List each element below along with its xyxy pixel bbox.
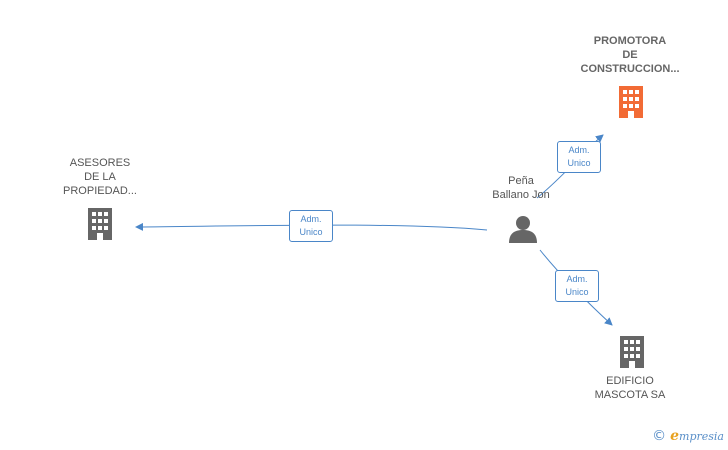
empresia-watermark: © empresia bbox=[652, 428, 724, 444]
brand-logo: empresia bbox=[670, 428, 724, 444]
edge-label-promotora[interactable]: Adm. Unico bbox=[557, 141, 601, 173]
person-icon[interactable] bbox=[507, 213, 539, 245]
node-label-asesores[interactable]: ASESORES DE LA PROPIEDAD... bbox=[63, 157, 137, 197]
node-label-person[interactable]: Peña Ballano Jon bbox=[492, 175, 550, 201]
node-label-edificio[interactable]: EDIFICIO MASCOTA SA bbox=[594, 375, 666, 401]
edge-label-edificio[interactable]: Adm. Unico bbox=[555, 270, 599, 302]
building-icon[interactable] bbox=[615, 84, 647, 120]
building-icon[interactable] bbox=[616, 334, 648, 370]
edge-label-asesores[interactable]: Adm. Unico bbox=[289, 210, 333, 242]
node-label-promotora[interactable]: PROMOTORA DE CONSTRUCCION... bbox=[580, 35, 680, 75]
copyright-icon: © bbox=[652, 428, 667, 444]
building-icon[interactable] bbox=[84, 206, 116, 242]
